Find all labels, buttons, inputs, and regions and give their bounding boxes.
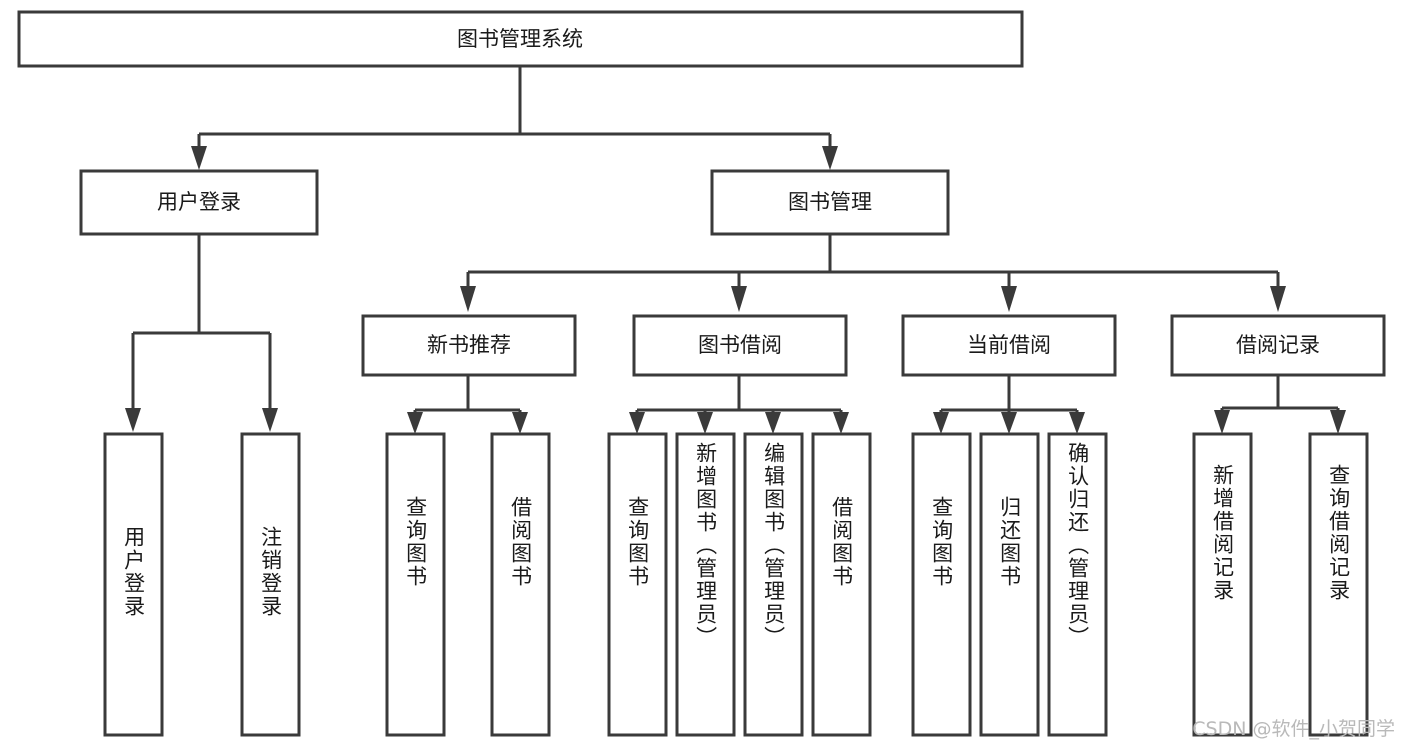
arrow-head-borrow-records: [1270, 286, 1286, 312]
connector-group-borrow-records: [1214, 375, 1346, 434]
leaf-box-query-book-bb[interactable]: [607, 432, 668, 737]
arrow-head-book-borrow: [731, 286, 747, 312]
arrow-head-cb-leaf-2: [1001, 412, 1017, 434]
leaf-box-edit-book-admin[interactable]: [743, 432, 804, 737]
arrow-head-cb-leaf-1: [933, 412, 949, 434]
arrow-head-cb-leaf-3: [1069, 412, 1085, 434]
arrow-head-bb-leaf-2: [697, 412, 713, 434]
leaf-box-return-book[interactable]: [979, 432, 1040, 737]
leaf-box-borrow-book-nbr[interactable]: [490, 432, 551, 737]
leaf-box-logout[interactable]: [240, 432, 301, 737]
leaf-box-add-book-admin[interactable]: [675, 432, 736, 737]
leaf-box-user-login[interactable]: [103, 432, 164, 737]
node-user-login-label: 用户登录: [157, 190, 241, 214]
leaf-box-query-borrow-record[interactable]: [1308, 432, 1369, 737]
node-current-borrow[interactable]: 当前借阅: [901, 314, 1117, 377]
node-borrow-records[interactable]: 借阅记录: [1170, 314, 1386, 377]
arrow-head-br-leaf-1: [1214, 410, 1230, 434]
leaf-box-query-book-nbr[interactable]: [385, 432, 446, 737]
node-book-management-label: 图书管理: [788, 190, 872, 214]
connector-group-book-borrow: [629, 375, 849, 434]
leaf-box-confirm-return-admin[interactable]: [1047, 432, 1108, 737]
node-root-label: 图书管理系统: [457, 27, 583, 51]
arrow-head-nbr-leaf-1: [407, 412, 423, 434]
node-borrow-records-label: 借阅记录: [1236, 333, 1320, 357]
arrow-head-bb-leaf-1: [629, 412, 645, 434]
connector-group-new-book-recommend: [407, 375, 528, 434]
node-book-borrow-box[interactable]: [632, 314, 848, 377]
node-root[interactable]: 图书管理系统: [17, 10, 1024, 68]
node-book-borrow-label: 图书借阅: [698, 333, 782, 357]
leaf-box-query-book-cb[interactable]: [911, 432, 972, 737]
node-root-box[interactable]: [17, 10, 1024, 68]
arrow-head-user-login: [191, 146, 207, 170]
arrow-head-bb-leaf-3: [765, 412, 781, 434]
arrow-head-bb-leaf-4: [833, 412, 849, 434]
watermark-text: CSDN @软件_小贺同学: [1192, 718, 1395, 740]
arrow-head-new-book-recommend: [460, 286, 476, 312]
node-book-management-box[interactable]: [710, 169, 950, 236]
arrow-head-br-leaf-2: [1330, 410, 1346, 434]
node-book-management[interactable]: 图书管理: [710, 169, 950, 236]
node-current-borrow-box[interactable]: [901, 314, 1117, 377]
connector-group-user-login: [125, 234, 278, 432]
node-user-login-box[interactable]: [79, 169, 319, 236]
arrow-head-book-mgmt: [822, 146, 838, 170]
node-borrow-records-box[interactable]: [1170, 314, 1386, 377]
connector-group-root: [191, 66, 838, 170]
node-new-book-recommend-box[interactable]: [361, 314, 577, 377]
node-new-book-recommend-label: 新书推荐: [427, 333, 511, 357]
node-user-login[interactable]: 用户登录: [79, 169, 319, 236]
connector-group-current-borrow: [933, 375, 1085, 434]
arrow-head-leaf-logout: [262, 408, 278, 432]
node-new-book-recommend[interactable]: 新书推荐: [361, 314, 577, 377]
arrow-head-nbr-leaf-2: [512, 412, 528, 434]
leaf-box-borrow-book-bb[interactable]: [811, 432, 872, 737]
arrow-head-current-borrow: [1001, 286, 1017, 312]
connector-group-book-mgmt: [460, 234, 1286, 312]
arrow-head-leaf-user-login: [125, 408, 141, 432]
node-current-borrow-label: 当前借阅: [967, 333, 1051, 357]
leaf-box-add-borrow-record[interactable]: [1192, 432, 1253, 737]
node-book-borrow[interactable]: 图书借阅: [632, 314, 848, 377]
